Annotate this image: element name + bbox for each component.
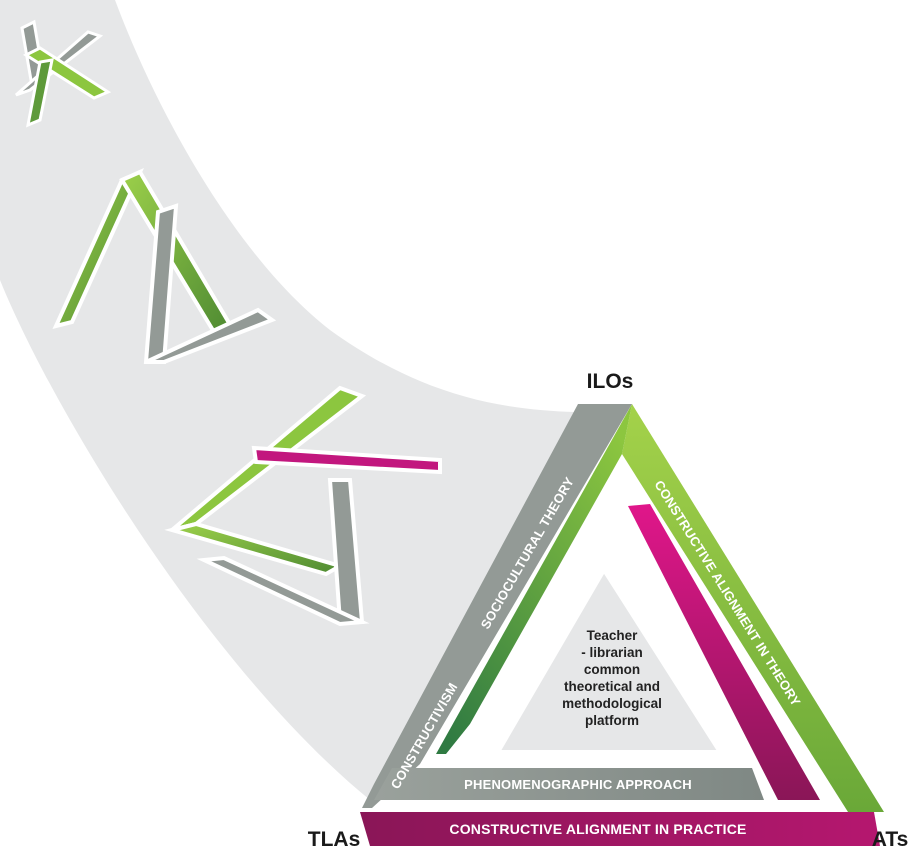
label-practice: CONSTRUCTIVE ALIGNMENT IN PRACTICE: [449, 821, 746, 837]
band-magenta-diagonal: [628, 504, 820, 800]
corner-label-tlas: TLAs: [308, 828, 361, 851]
center-line: methodological: [562, 696, 662, 711]
band-inner-green: [436, 404, 632, 754]
decorative-triangle-large: [164, 385, 442, 627]
decorative-triangle-small: [15, 19, 112, 128]
center-line: - librarian: [581, 645, 643, 660]
center-line: theoretical and: [564, 679, 660, 694]
center-triangle: [494, 566, 724, 754]
center-text: Teacher - librarian common theoretical a…: [562, 628, 662, 728]
decorative-triangle-medium: [52, 168, 277, 364]
band-practice: [360, 812, 880, 846]
band-theory: [622, 404, 884, 812]
corner-label-ats: ATs: [872, 828, 909, 851]
center-line: platform: [585, 713, 639, 728]
corner-label-ilos: ILOs: [587, 370, 634, 393]
center-line: common: [584, 662, 640, 677]
center-line: Teacher: [587, 628, 639, 643]
band-sociocultural: [362, 404, 632, 808]
label-phenomenographic: PHENOMENOGRAPHIC APPROACH: [464, 777, 692, 792]
band-phenomenographic: [374, 768, 764, 800]
